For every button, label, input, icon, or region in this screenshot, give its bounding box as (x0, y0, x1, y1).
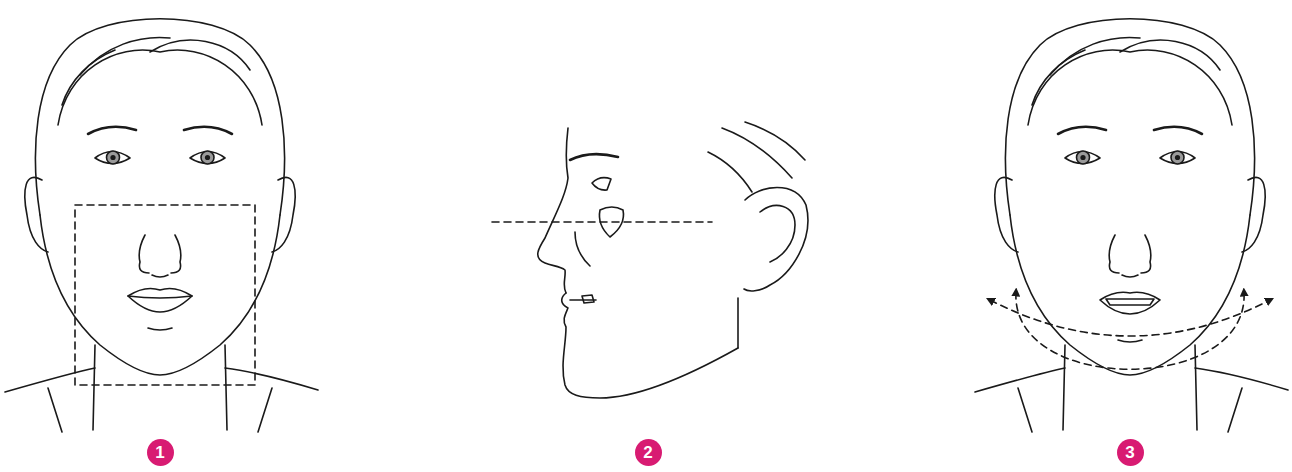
callout-disc (1117, 439, 1144, 466)
imaging-area (75, 205, 255, 385)
reference-line (492, 221, 712, 223)
callout-circle: 3 (1117, 439, 1144, 466)
callout-disc (635, 439, 662, 466)
callout-number: 2 (643, 444, 652, 461)
motion-arrow (990, 300, 1270, 336)
callout-disc (147, 439, 174, 466)
profile-face (492, 122, 808, 398)
front-face (5, 19, 318, 432)
callout-circle: 1 (147, 439, 174, 466)
motion-arrow (1016, 292, 1244, 369)
front-face-open (975, 19, 1288, 432)
callout-number: 3 (1125, 444, 1134, 461)
callout-circle: 2 (635, 439, 662, 466)
callout-number: 1 (155, 444, 164, 461)
